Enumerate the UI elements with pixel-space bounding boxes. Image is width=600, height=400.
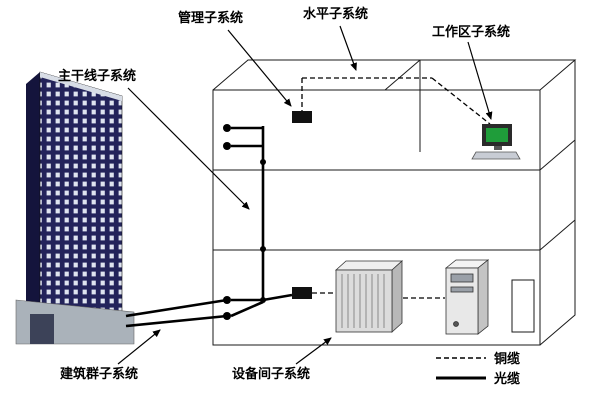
label-arrows: [117, 25, 493, 365]
horizontal-arrow: [339, 25, 357, 71]
floor-line-1-side: [539, 139, 576, 171]
building-roof-edge: [40, 72, 122, 101]
monitor-screen: [486, 128, 508, 142]
hub-dot-2: [223, 142, 231, 150]
tower-side: [477, 259, 489, 335]
label-equipment-subsystem: 设备间子系统: [232, 366, 310, 381]
right-face: [539, 60, 576, 346]
management-arrow: [227, 29, 292, 107]
riser-dot-2: [260, 246, 266, 252]
floor-line-2-side: [539, 219, 576, 251]
workarea-arrow: [467, 41, 493, 120]
management-panel-device: [292, 111, 312, 123]
keyboard: [471, 151, 521, 160]
tower-power-button: [453, 321, 459, 327]
monitor-stand: [494, 146, 502, 150]
rack-front: [335, 269, 393, 333]
tower-drive-bay-1: [450, 273, 474, 283]
door: [511, 279, 535, 333]
label-management-subsystem: 管理子系统: [178, 10, 243, 25]
riser-bottom-dot: [260, 297, 266, 303]
campus-cable-1: [125, 298, 228, 318]
label-backbone-subsystem: 主干线子系统: [58, 68, 136, 83]
basement-link-2: [230, 300, 264, 318]
building-entrance: [30, 314, 54, 344]
equipment-arrow: [295, 337, 332, 365]
server-tower: [444, 259, 490, 335]
riser-to-patch: [262, 293, 293, 302]
rack-side: [391, 260, 403, 333]
basement-dot-2: [223, 312, 231, 320]
junction-dots: [223, 124, 266, 320]
partition-ceiling-edge: [384, 59, 421, 91]
legend: 铜缆 光缆: [436, 351, 520, 386]
label-campus-subsystem: 建筑群子系统: [60, 366, 138, 381]
hub-dot-1: [223, 124, 231, 132]
building-front-face: [39, 71, 123, 319]
label-workarea-subsystem: 工作区子系统: [432, 24, 510, 39]
campus-arrow: [117, 329, 161, 365]
workarea-drop-cable: [431, 77, 491, 125]
fiber-cables: [125, 126, 293, 328]
floors-wireframe: [212, 59, 577, 346]
rack-top: [334, 260, 404, 271]
backbone-arrow: [127, 87, 250, 210]
label-horizontal-subsystem: 水平子系统: [303, 6, 368, 21]
campus-cable-2: [125, 314, 228, 328]
copper-cables: [301, 77, 491, 299]
equipment-patch-device: [292, 287, 312, 299]
top-face: [212, 59, 577, 91]
tower-drive-bay-2: [450, 286, 474, 293]
building-side-face: [26, 72, 40, 326]
highrise-building-illustration: [15, 71, 135, 345]
riser-dot-1: [260, 159, 266, 165]
legend-fiber-label: 光缆: [493, 371, 520, 386]
equipment-rack: [334, 260, 404, 333]
rack-slats: [341, 274, 385, 328]
legend-copper-label: 铜缆: [493, 351, 520, 366]
basement-dot-1: [223, 296, 231, 304]
workstation-computer: [471, 124, 521, 160]
